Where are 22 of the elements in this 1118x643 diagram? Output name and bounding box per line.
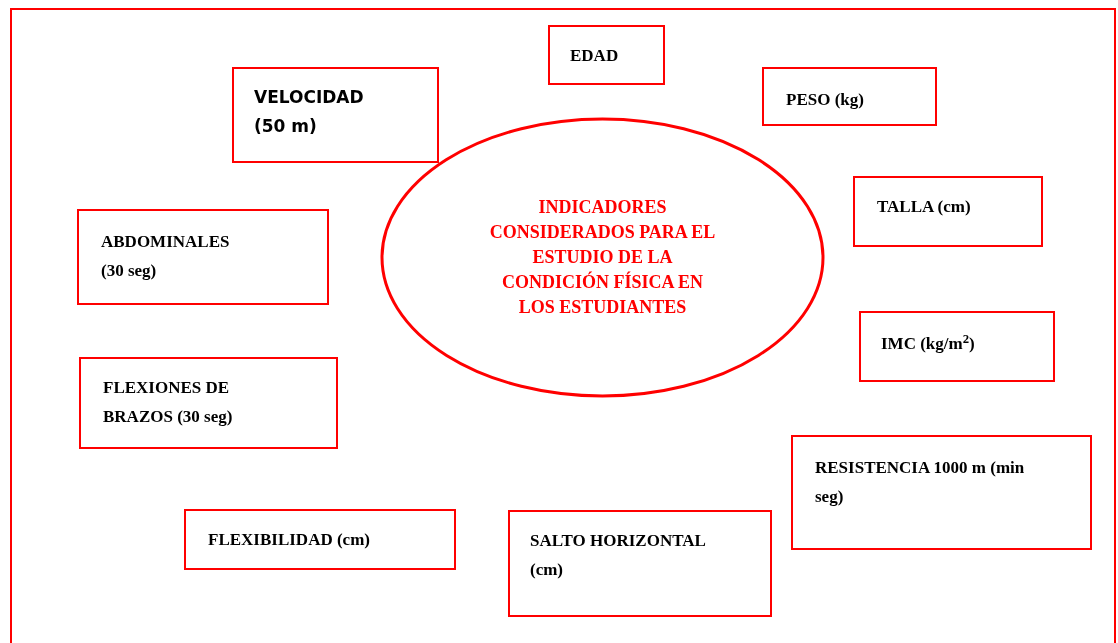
indicator-box (77, 209, 329, 305)
indicator-box (859, 311, 1055, 382)
indicator-label: TALLA (cm) (877, 196, 972, 218)
indicator-box (853, 176, 1043, 247)
indicator-box (508, 510, 772, 617)
indicator-label: VELOCIDAD (50 m) (254, 86, 365, 138)
indicator-label: IMC (kg/m$^{2}$) (881, 330, 976, 355)
indicator-label: EDAD (570, 45, 620, 67)
indicator-box (79, 357, 338, 449)
indicator-label: RESISTENCIA 1000 m (min seg) (815, 457, 1026, 508)
center-title: INDICADORES CONSIDERADOS PARA EL ESTUDIO DE LA CONDICIÓN FÍSICA EN LOS ESTUDIANTES (488, 196, 717, 319)
central-ellipse (380, 117, 825, 398)
indicator-label: ABDOMINALES (30 seg) (101, 231, 231, 282)
indicator-box (762, 67, 937, 126)
indicator-box (184, 509, 456, 570)
indicator-box (791, 435, 1092, 550)
indicator-label: PESO (kg) (786, 89, 865, 111)
indicator-box (232, 67, 439, 163)
indicator-label: FLEXIBILIDAD (cm) (208, 529, 371, 551)
indicator-label: SALTO HORIZONTAL (cm) (530, 530, 706, 581)
indicator-label: FLEXIONES DE BRAZOS (30 seg) (103, 377, 234, 428)
indicator-box (548, 25, 665, 85)
